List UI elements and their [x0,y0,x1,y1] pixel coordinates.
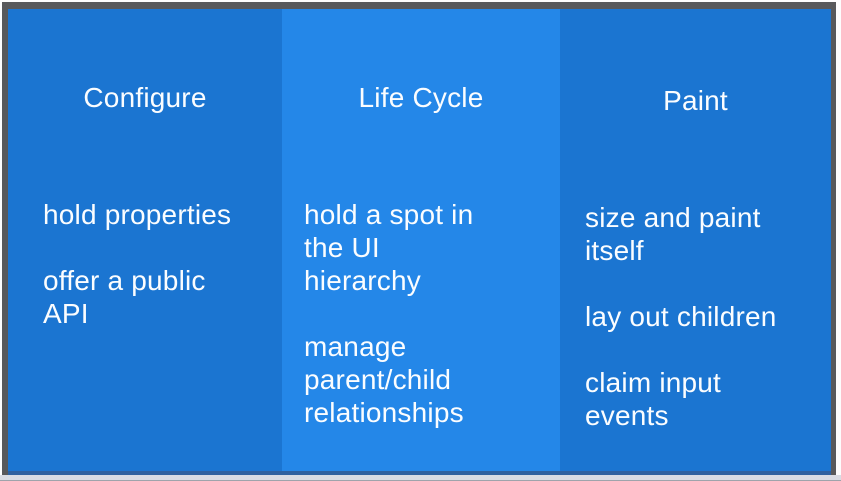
column-life-cycle: Life Cycle hold a spot in the UI hierarc… [282,9,560,471]
column-title-paint: Paint [663,85,728,116]
column-body-paint: size and paint itself lay out children c… [585,202,777,431]
slide-bottom-edge [8,471,831,475]
slide: Configure hold properties offer a public… [8,9,831,475]
column-body-configure: hold properties offer a public API [43,199,232,329]
column-group: Configure hold properties offer a public… [8,9,831,471]
column-paint: Paint size and paint itself lay out chil… [560,9,831,471]
column-body-life-cycle: hold a spot in the UI hierarchy manage p… [304,199,474,428]
column-configure: Configure hold properties offer a public… [8,9,282,471]
bottom-gray-strip [0,475,841,481]
column-title-configure: Configure [83,82,207,113]
slide-frame: Configure hold properties offer a public… [2,2,836,475]
column-title-life-cycle: Life Cycle [358,82,484,113]
